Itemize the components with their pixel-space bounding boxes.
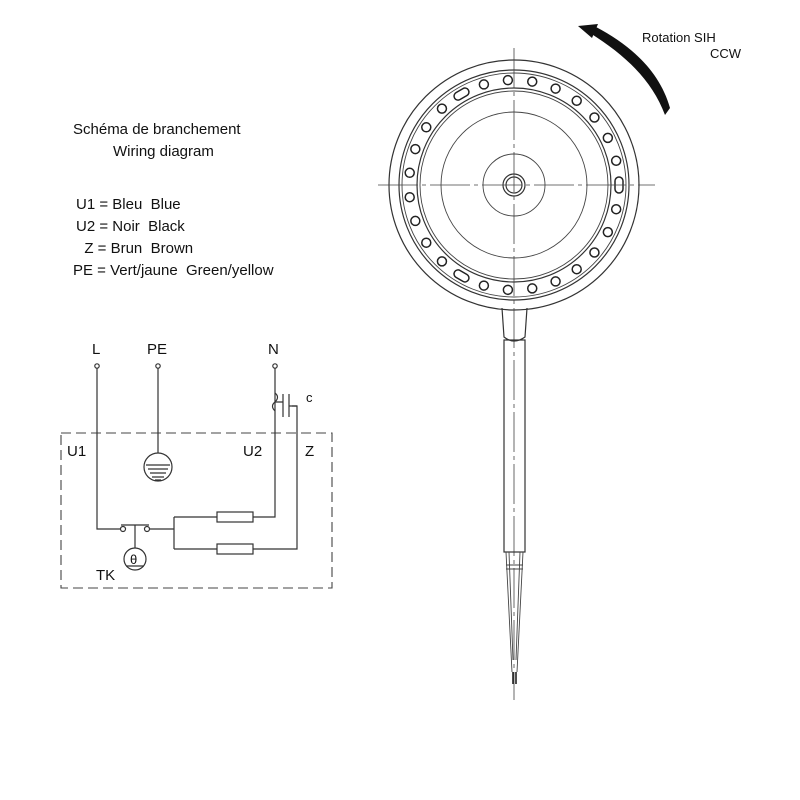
terminal-pe: [155, 363, 161, 369]
thermal-theta: θ: [130, 552, 137, 567]
bolt-hole: [436, 256, 448, 267]
thermal-protector-symbol: [123, 547, 147, 571]
bolt-hole: [421, 122, 432, 133]
aux-winding-resistor: [216, 543, 254, 555]
bolt-hole: [610, 155, 622, 167]
bolt-hole: [526, 283, 538, 294]
bolt-hole: [436, 103, 448, 114]
title-french: Schéma de branchement: [73, 121, 241, 138]
bolt-hole: [589, 247, 600, 258]
cable-sleeve: [503, 339, 526, 553]
legend-z: Z = Brun Brown: [76, 240, 193, 257]
rotation-label: Rotation SIH: [642, 30, 716, 45]
bolt-hole-ring: [404, 74, 624, 296]
terminal-label-pe: PE: [147, 341, 167, 358]
label-capacitor: c: [306, 390, 313, 405]
main-winding-resistor: [216, 511, 254, 523]
legend-pe: PE = Vert/jaune Green/yellow: [73, 262, 274, 279]
bolt-hole: [404, 167, 415, 179]
legend-u1: U1 = Bleu Blue: [76, 196, 181, 213]
lead-wires: [505, 551, 524, 673]
wire-main-winding: [174, 368, 276, 518]
bolt-hole: [410, 215, 421, 227]
bolt-hole: [404, 191, 415, 203]
bolt-hole: [526, 76, 538, 87]
legend-u2: U2 = Noir Black: [76, 218, 185, 235]
bolt-hole: [589, 112, 600, 123]
rotation-direction: CCW: [710, 46, 742, 61]
bolt-hole: [478, 280, 490, 291]
bolt-hole: [478, 79, 490, 90]
bolt-hole: [571, 263, 582, 275]
bolt-hole: [502, 74, 514, 86]
capacitor-symbol: [275, 394, 297, 417]
color-legend: U1 = Bleu Blue U2 = Noir Black Z = Brun …: [73, 196, 274, 279]
bolt-hole: [610, 203, 622, 215]
thermal-contact-left: [119, 525, 127, 533]
wiring-schematic: L PE N U1 U2 Z c TK θ: [60, 341, 333, 589]
mounting-slot: [453, 87, 470, 101]
thermal-switch-bar: [121, 524, 149, 548]
terminal-label-l: L: [92, 341, 100, 358]
mounting-slot: [453, 269, 470, 283]
ground-symbol: [143, 452, 173, 482]
bolt-hole: [550, 83, 561, 94]
wire-aux-winding: [174, 405, 298, 550]
bolt-hole: [602, 132, 614, 144]
cable-gland-and-leads: [501, 307, 528, 684]
rotation-arrow-icon: [578, 24, 670, 115]
bolt-hole: [571, 95, 582, 107]
bolt-hole: [502, 284, 514, 296]
title-english: Wiring diagram: [113, 143, 214, 160]
terminal-label-n: N: [268, 341, 279, 358]
bolt-hole: [410, 143, 421, 155]
label-u1: U1: [67, 443, 86, 460]
label-tk: TK: [96, 567, 115, 584]
wire-ends: [512, 672, 517, 684]
terminal-l: [94, 363, 100, 369]
terminal-n: [272, 363, 278, 369]
label-z: Z: [305, 443, 314, 460]
bolt-hole: [421, 237, 432, 248]
wire-l: [96, 368, 120, 530]
motor-enclosure-boundary: [60, 432, 333, 589]
bolt-hole: [602, 226, 614, 238]
bolt-hole: [550, 276, 561, 287]
cable-gland: [501, 307, 528, 342]
label-u2: U2: [243, 443, 262, 460]
thermal-contact-right: [143, 525, 151, 533]
motor-front-view: [378, 48, 655, 700]
